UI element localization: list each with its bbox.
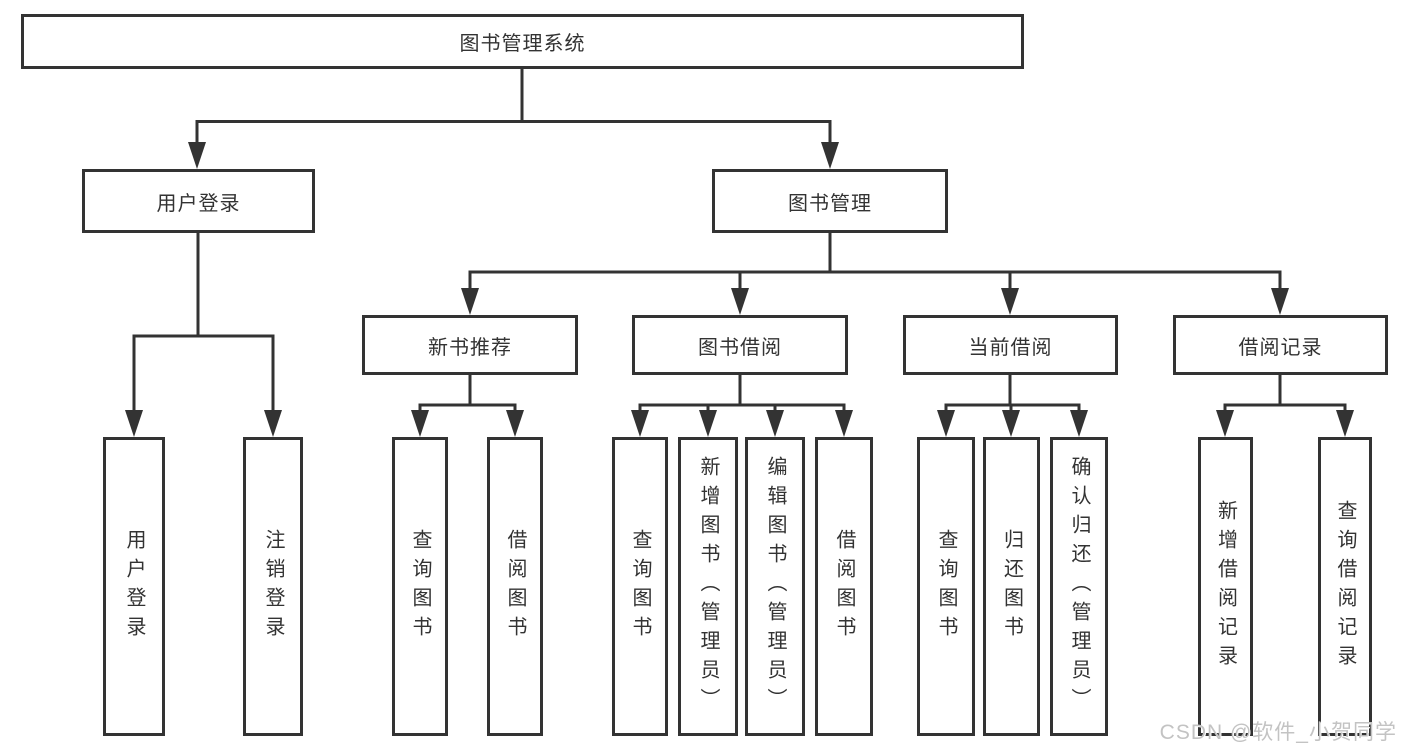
arrowheads-level2 — [188, 142, 839, 169]
leaf-query-books-current: 查询图书 — [917, 437, 975, 736]
connector-root-to-level2 — [195, 69, 832, 144]
leaf-query-books-recommend: 查询图书 — [392, 437, 448, 736]
leaf-confirm-return-admin: 确认归还（管理员） — [1050, 437, 1108, 736]
leaf-return-books: 归还图书 — [983, 437, 1040, 736]
connector-borrow-record-children — [1223, 375, 1347, 412]
arrowheads-leaves — [411, 410, 1354, 437]
leaf-borrow-books-borrowing: 借阅图书 — [815, 437, 873, 736]
leaf-query-books-current-label: 查询图书 — [935, 528, 957, 645]
leaf-borrow-books-borrowing-label: 借阅图书 — [833, 528, 855, 645]
node-book-management: 图书管理 — [712, 169, 948, 233]
connector-current-borrow-children — [944, 375, 1081, 412]
node-book-borrowing: 图书借阅 — [632, 315, 848, 375]
watermark: CSDN @软件_小贺同学 — [1159, 721, 1397, 744]
leaf-confirm-return-admin-label: 确认归还（管理员） — [1068, 456, 1090, 717]
leaf-query-books-borrowing-label: 查询图书 — [629, 528, 651, 645]
node-user-login: 用户登录 — [82, 169, 315, 233]
leaf-query-borrow-record-label: 查询借阅记录 — [1334, 499, 1356, 674]
leaf-logout: 注销登录 — [243, 437, 303, 736]
leaf-logout-label: 注销登录 — [262, 528, 284, 645]
leaf-user-login-label: 用户登录 — [123, 528, 145, 645]
leaf-borrow-books-recommend-label: 借阅图书 — [504, 528, 526, 645]
leaf-add-books-admin: 新增图书（管理员） — [678, 437, 738, 736]
node-new-book-recommendation: 新书推荐 — [362, 315, 578, 375]
leaf-query-books-borrowing: 查询图书 — [612, 437, 668, 736]
leaf-edit-books-admin-label: 编辑图书（管理员） — [764, 456, 786, 717]
leaf-return-books-label: 归还图书 — [1000, 528, 1023, 645]
leaf-edit-books-admin: 编辑图书（管理员） — [745, 437, 805, 736]
node-borrowing-records: 借阅记录 — [1173, 315, 1388, 375]
leaf-add-books-admin-label: 新增图书（管理员） — [697, 456, 719, 717]
connector-new-book-children — [418, 375, 517, 412]
arrowheads-user-login-children — [125, 410, 282, 437]
connector-user-login-children — [132, 233, 275, 412]
leaf-query-books-recommend-label: 查询图书 — [409, 528, 431, 645]
connector-book-management-children — [468, 233, 1282, 290]
leaf-add-borrow-record-label: 新增借阅记录 — [1214, 499, 1237, 674]
leaf-add-borrow-record: 新增借阅记录 — [1198, 437, 1253, 736]
connector-book-borrow-children — [638, 375, 846, 412]
leaf-query-borrow-record: 查询借阅记录 — [1318, 437, 1372, 736]
node-current-borrowing: 当前借阅 — [903, 315, 1118, 375]
leaf-user-login: 用户登录 — [103, 437, 165, 736]
leaf-borrow-books-recommend: 借阅图书 — [487, 437, 543, 736]
node-library-management-system: 图书管理系统 — [21, 14, 1024, 69]
arrowheads-level3 — [461, 288, 1289, 315]
